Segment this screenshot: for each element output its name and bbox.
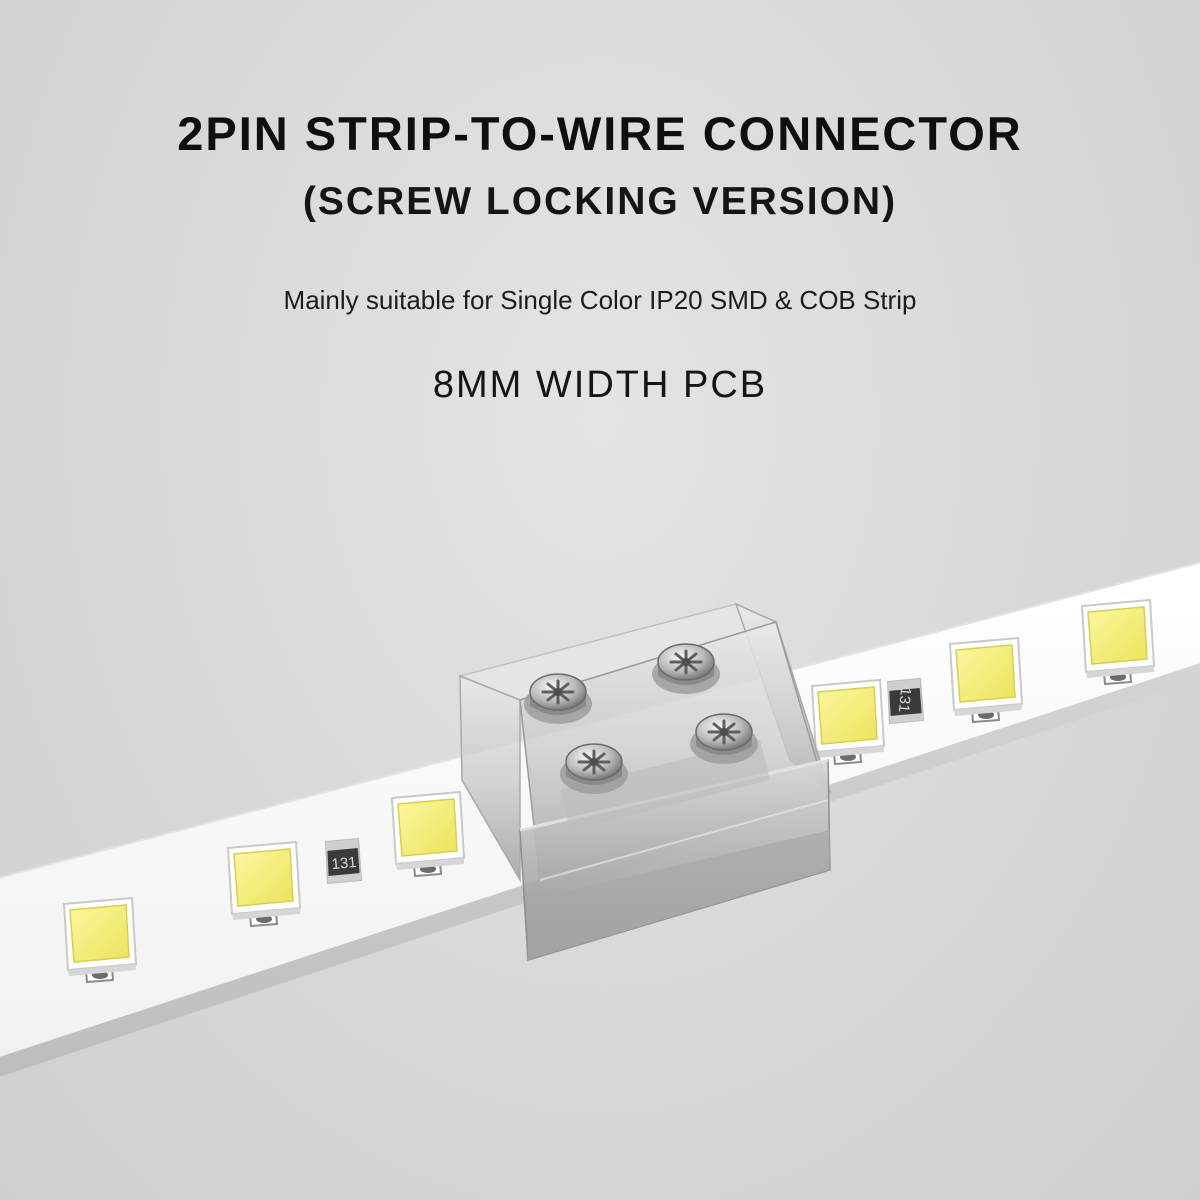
screw-icon <box>650 642 722 696</box>
page-title: 2PIN STRIP-TO-WIRE CONNECTOR <box>177 107 1023 160</box>
page-subtitle: (SCREW LOCKING VERSION) <box>302 180 898 223</box>
resistor-chip: 131 <box>324 837 363 885</box>
screw-icon <box>558 742 630 796</box>
smd-led-chip <box>1081 599 1155 685</box>
pcb-width-spec: 8MM WIDTH PCB <box>432 364 768 406</box>
smd-led-chip <box>227 841 301 927</box>
screw-icon <box>522 672 594 726</box>
smd-led-chip <box>63 897 137 983</box>
svg-text:131: 131 <box>331 854 357 873</box>
screw-icon <box>688 712 760 766</box>
smd-led-chip <box>811 679 885 765</box>
smd-led-chip <box>391 791 465 877</box>
screw-terminal-connector <box>457 602 832 961</box>
svg-text:131: 131 <box>895 687 914 713</box>
resistor-chip: 131 <box>886 677 925 725</box>
smd-led-chip <box>949 637 1023 723</box>
product-description: Mainly suitable for Single Color IP20 SM… <box>283 285 917 315</box>
